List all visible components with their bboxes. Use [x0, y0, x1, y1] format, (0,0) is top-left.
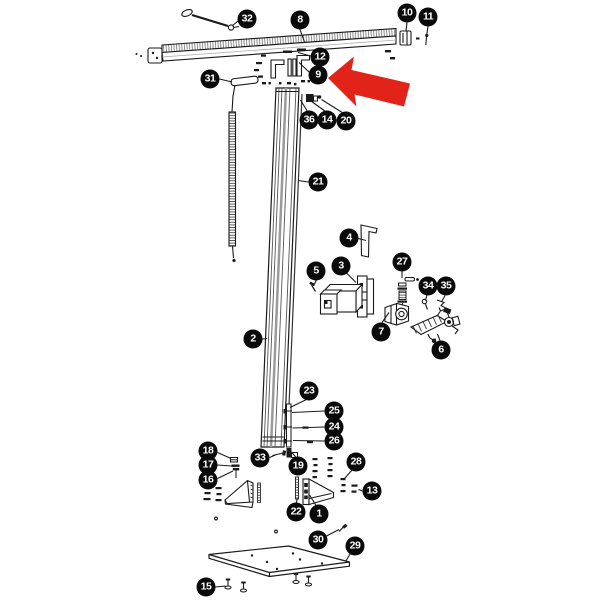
base-screws-part-15 — [224, 573, 313, 593]
fasteners-parts-34-35 — [421, 298, 448, 316]
callout-21: 21 — [308, 172, 328, 192]
callout-10: 10 — [397, 3, 417, 23]
callout-31: 31 — [200, 69, 220, 89]
screw-part-30 — [338, 523, 348, 532]
callout-36: 36 — [299, 110, 319, 130]
callout-23: 23 — [299, 381, 319, 401]
carriage-block-part-3 — [319, 275, 375, 318]
callout-11: 11 — [418, 7, 438, 27]
callout-33: 33 — [250, 448, 270, 468]
callout-30: 30 — [308, 530, 328, 550]
callout-27: 27 — [392, 252, 412, 272]
clamp-part-7 — [384, 302, 410, 326]
right-foot-bracket-part-1 — [274, 478, 335, 534]
vertical-column-parts-2-21 — [260, 87, 303, 448]
leader-lines — [215, 20, 446, 588]
callout-35: 35 — [436, 276, 456, 296]
callout-6: 6 — [431, 340, 451, 360]
top-rail-part-8 — [161, 27, 397, 62]
callout-9: 9 — [308, 65, 328, 85]
crank-handle-part-32 — [181, 8, 240, 31]
fastener-stacks-right-parts-13-28 — [312, 457, 358, 493]
mounting-block-part-10 — [399, 30, 412, 46]
callout-1: 1 — [309, 504, 329, 524]
base-plate-part-29 — [208, 545, 351, 578]
callout-15: 15 — [196, 577, 216, 597]
callout-3: 3 — [331, 256, 351, 276]
callout-8: 8 — [290, 10, 310, 30]
callout-13: 13 — [362, 481, 382, 501]
column-base-parts-23-26 — [283, 403, 313, 448]
callout-19: 19 — [288, 456, 308, 476]
callout-32: 32 — [237, 9, 257, 29]
callout-28: 28 — [346, 452, 366, 472]
guide-parts-36-14-20 — [306, 94, 322, 102]
bracket-part-4 — [360, 224, 378, 258]
callout-5: 5 — [306, 261, 326, 281]
left-foot-bracket — [214, 479, 261, 521]
callout-26: 26 — [324, 431, 344, 451]
callout-20: 20 — [336, 111, 356, 131]
callout-25: 25 — [324, 401, 344, 421]
callout-34: 34 — [418, 276, 438, 296]
callout-29: 29 — [345, 536, 365, 556]
callout-17: 17 — [198, 455, 218, 475]
highlight-arrow — [328, 56, 410, 107]
callout-22: 22 — [286, 502, 306, 522]
callout-2: 2 — [243, 329, 263, 349]
threaded-rod-part-22 — [295, 476, 299, 500]
callout-12: 12 — [310, 47, 330, 67]
callout-14: 14 — [317, 110, 337, 130]
callout-18: 18 — [198, 441, 218, 461]
roller-assembly-part-6 — [409, 307, 461, 344]
counterbalance-spring-part-31 — [228, 75, 259, 263]
callout-4: 4 — [339, 228, 359, 248]
rail-end-cap — [135, 47, 395, 64]
callout-7: 7 — [371, 322, 391, 342]
callout-16: 16 — [198, 470, 218, 490]
